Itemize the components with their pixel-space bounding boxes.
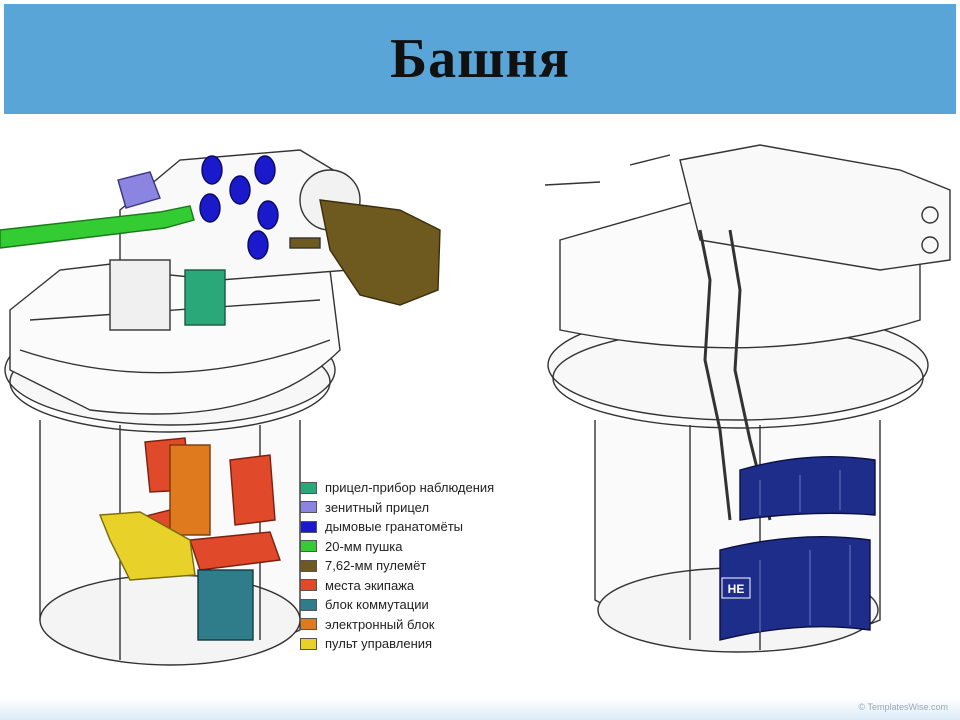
legend-swatch xyxy=(300,501,317,514)
legend-item: прицел-прибор наблюдения xyxy=(300,478,530,498)
legend-label: электронный блок xyxy=(325,616,435,632)
legend-label: прицел-прибор наблюдения xyxy=(325,480,495,496)
legend-label: 7,62-мм пулемёт xyxy=(325,558,427,574)
legend-item: 7,62-мм пулемёт xyxy=(300,556,530,576)
legend-label: пульт управления xyxy=(325,636,433,652)
legend-swatch xyxy=(300,598,317,611)
legend-swatch xyxy=(300,618,317,631)
legend-swatch xyxy=(300,540,317,553)
legend-label: блок коммутации xyxy=(325,597,429,613)
slide-title: Башня xyxy=(390,28,570,90)
legend-swatch xyxy=(300,481,317,494)
legend-item: блок коммутации xyxy=(300,595,530,615)
legend-swatch xyxy=(300,559,317,572)
turret-diagrams: HE xyxy=(0,144,951,666)
legend-label: дымовые гранатомёты xyxy=(325,519,464,535)
title-bar: Башня xyxy=(4,4,956,114)
footer-strip xyxy=(0,698,960,720)
legend-label: 20-мм пушка xyxy=(325,538,403,554)
right-turret-drawing: HE xyxy=(544,144,951,653)
legend-item: дымовые гранатомёты xyxy=(300,517,530,537)
legend: прицел-прибор наблюдения зенитный прицел… xyxy=(300,478,530,654)
legend-item: зенитный прицел xyxy=(300,498,530,518)
legend-item: места экипажа xyxy=(300,576,530,596)
legend-swatch xyxy=(300,520,317,533)
template-credit: © TemplatesWise.com xyxy=(858,702,949,712)
legend-label: зенитный прицел xyxy=(325,499,430,515)
he-marking: HE xyxy=(728,582,745,596)
legend-swatch xyxy=(300,637,317,650)
legend-item: пульт управления xyxy=(300,634,530,654)
legend-item: электронный блок xyxy=(300,615,530,635)
left-turret-drawing xyxy=(0,149,441,666)
legend-label: места экипажа xyxy=(325,577,415,593)
legend-item: 20-мм пушка xyxy=(300,537,530,557)
legend-swatch xyxy=(300,579,317,592)
